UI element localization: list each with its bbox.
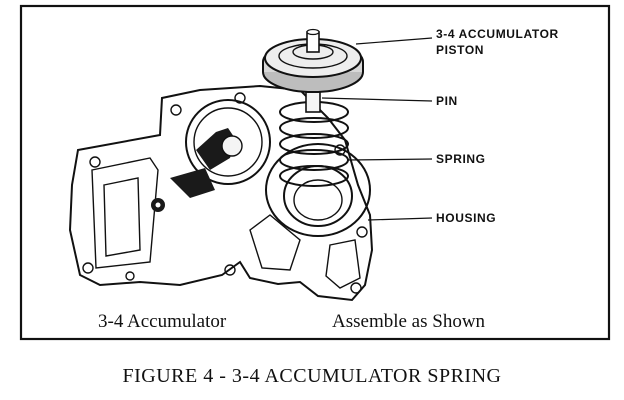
- callout-piston-line2: PISTON: [436, 43, 484, 57]
- inner-caption-left: 3-4 Accumulator: [98, 311, 227, 332]
- figure-caption: FIGURE 4 - 3-4 ACCUMULATOR SPRING: [123, 365, 502, 387]
- callout-piston-line1: 3-4 ACCUMULATOR: [436, 27, 559, 41]
- callout-spring: SPRING: [436, 152, 486, 166]
- callout-leaders: [321, 37, 433, 221]
- accumulator-piston: [262, 28, 364, 93]
- inner-caption-right: Assemble as Shown: [332, 311, 486, 332]
- figure-frame: [19, 4, 611, 341]
- accumulator-spring: [279, 101, 349, 187]
- accumulator-bore-left: [170, 99, 271, 198]
- callout-housing: HOUSING: [436, 211, 496, 225]
- valve-body-plate: [68, 84, 374, 302]
- callout-pin: PIN: [436, 94, 458, 108]
